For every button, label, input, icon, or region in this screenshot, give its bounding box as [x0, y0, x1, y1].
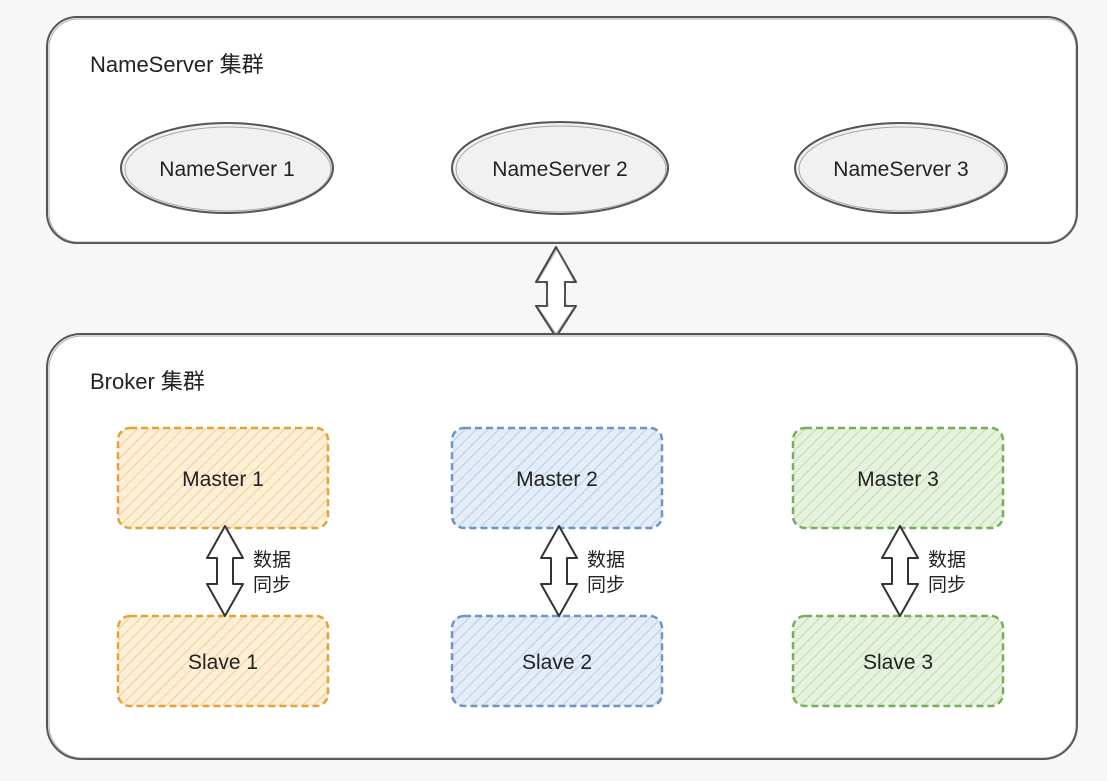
broker-cluster-title: Broker 集群 [90, 369, 205, 394]
nameserver-node-1: NameServer 1 [120, 122, 334, 214]
sync-label-line1: 数据 [928, 549, 966, 571]
nameserver-node-3-label: NameServer 3 [833, 158, 968, 181]
slave-1-label: Slave 1 [188, 651, 258, 674]
nameserver-node-2-label: NameServer 2 [492, 158, 627, 181]
master-3-label: Master 3 [857, 468, 939, 491]
sync-double-arrow-icon [540, 525, 578, 617]
sync-label-line1: 数据 [587, 549, 625, 571]
sync-label-line1: 数据 [253, 549, 291, 571]
slave-3-label: Slave 3 [863, 651, 933, 674]
nameserver-node-3: NameServer 3 [794, 122, 1008, 214]
master-2-node: Master 2 [450, 426, 664, 530]
slave-2-label: Slave 2 [522, 651, 592, 674]
slave-1-node: Slave 1 [116, 614, 330, 708]
master-1-label: Master 1 [182, 468, 264, 491]
sync-label-line2: 同步 [587, 574, 625, 596]
sync-label-line2: 同步 [253, 574, 291, 596]
cluster-link-double-arrow-icon [535, 246, 577, 338]
master-3-node: Master 3 [791, 426, 1005, 530]
nameserver-cluster-title: NameServer 集群 [90, 52, 264, 77]
master-2-label: Master 2 [516, 468, 598, 491]
master-1-node: Master 1 [116, 426, 330, 530]
slave-3-node: Slave 3 [791, 614, 1005, 708]
nameserver-node-1-label: NameServer 1 [159, 158, 294, 181]
sync-double-arrow-icon [206, 525, 244, 617]
nameserver-node-2: NameServer 2 [451, 121, 669, 215]
sync-double-arrow-icon [881, 525, 919, 617]
slave-2-node: Slave 2 [450, 614, 664, 708]
nameserver-cluster: NameServer 集群 NameServer 1 NameServer 2 … [46, 16, 1078, 244]
sync-label-line2: 同步 [928, 574, 966, 596]
